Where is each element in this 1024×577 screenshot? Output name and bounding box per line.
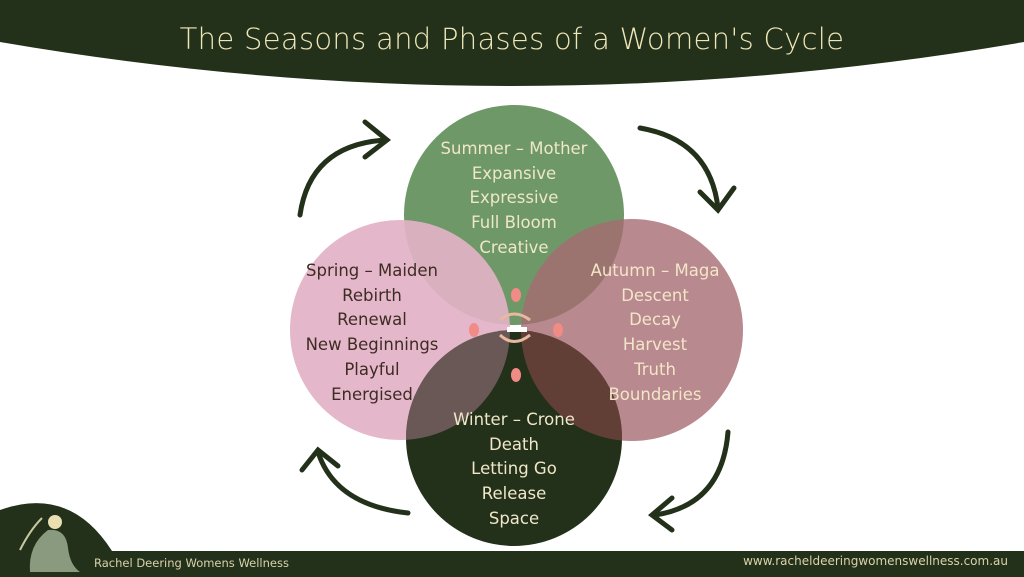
summer-item: Creative <box>479 237 549 257</box>
summer-heading: Summer – Mother <box>440 139 588 158</box>
spring-item: Playful <box>344 359 400 379</box>
summer-item: Full Bloom <box>471 213 557 233</box>
arrow-winter-to-spring <box>315 449 411 516</box>
arrow-spring-to-summer <box>297 137 388 218</box>
arrow-summer-to-autumn <box>637 125 721 211</box>
winter-item: Death <box>489 434 539 454</box>
arrow-autumn-to-winter <box>652 429 731 518</box>
spring-item: Renewal <box>337 310 407 330</box>
autumn-item: Descent <box>621 285 689 305</box>
website-link[interactable]: www.racheldeeringwomenswellness.com.au <box>743 554 1008 568</box>
autumn-item: Decay <box>629 310 681 330</box>
winter-item: Letting Go <box>471 459 557 479</box>
summer-phase-text: Summer – Mother Expansive Expressive Ful… <box>414 137 614 261</box>
spring-heading: Spring – Maiden <box>306 261 438 280</box>
winter-item: Space <box>488 508 540 528</box>
cycle-arrows <box>297 119 737 533</box>
autumn-item: Boundaries <box>608 384 702 404</box>
page-title: The Seasons and Phases of a Women's Cycl… <box>179 22 845 56</box>
spring-item: Energised <box>331 384 413 404</box>
brand-name: Rachel Deering Womens Wellness <box>94 556 289 570</box>
spring-phase-text: Spring – Maiden Rebirth Renewal New Begi… <box>272 259 472 407</box>
center-emblem <box>469 288 563 382</box>
winter-phase-text: Winter – Crone Death Letting Go Release … <box>414 408 614 532</box>
winter-item: Release <box>481 484 547 504</box>
autumn-phase-text: Autumn – Maga Descent Decay Harvest Trut… <box>555 259 755 407</box>
logo-figure-icon <box>19 515 80 572</box>
venn-circles <box>290 105 743 546</box>
summer-item: Expansive <box>471 163 557 183</box>
spring-item: Rebirth <box>342 285 402 305</box>
footer-band <box>0 551 1024 577</box>
uterus-icon <box>469 288 563 382</box>
summer-item: Expressive <box>469 188 559 208</box>
title-banner <box>0 0 1024 86</box>
autumn-item: Harvest <box>622 335 688 355</box>
autumn-item: Truth <box>634 359 676 379</box>
spring-item: New Beginnings <box>305 335 439 355</box>
autumn-heading: Autumn – Maga <box>590 261 720 280</box>
winter-heading: Winter – Crone <box>453 410 575 429</box>
